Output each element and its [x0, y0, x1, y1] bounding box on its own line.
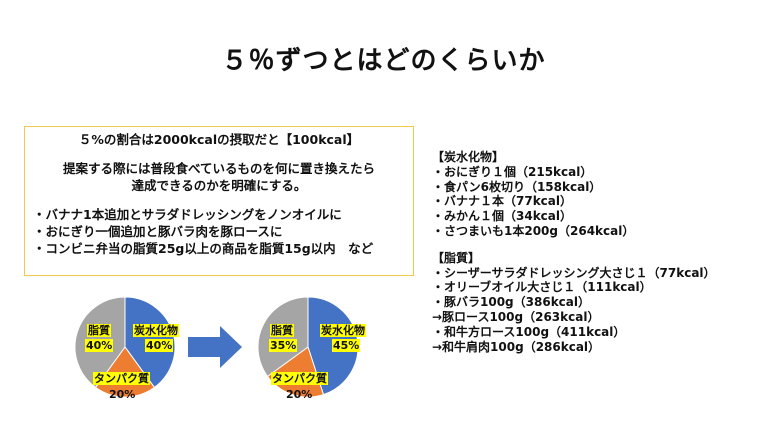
pie2-protein-pct: 20%: [286, 388, 313, 401]
pie2-fat-name: 脂質: [270, 324, 294, 337]
fat-item: →豚ロース100g（263kcal）: [432, 309, 600, 324]
summary-desc-line2: 達成できるのかを明確にする。: [131, 178, 307, 193]
pie1-protein-pct: 20%: [109, 388, 136, 401]
carb-heading: 【炭水化物】: [432, 150, 505, 164]
fat-heading: 【脂質】: [432, 250, 481, 265]
fat-item: ・シーザーサラダドレッシング大さじ１（77kcal）: [432, 265, 716, 280]
pie2-carb-pct: 45%: [332, 339, 361, 352]
carb-item: ・食パン6枚切り（158kcal）: [432, 179, 602, 194]
proposal-item: ・おにぎり一個追加と豚バラ肉を豚ロースに: [33, 224, 283, 239]
fat-item: ・オリーブオイル大さじ１（111kcal）: [432, 280, 652, 295]
carb-item: ・おにぎり１個（215kcal）: [432, 164, 593, 179]
pie1-protein-name: タンパク質: [93, 372, 150, 385]
pie1-fat-pct: 40%: [85, 339, 114, 352]
summary-desc-line1: 提案する際には普段食べているものを何に置き換えたら: [62, 161, 375, 176]
carb-item: ・みかん１個（34kcal）: [432, 209, 573, 224]
carb-item: ・さつまいも1本200g（264kcal）: [432, 223, 635, 238]
pie2-protein-name: タンパク質: [271, 372, 328, 385]
fat-item: ・和牛方ロース100g（411kcal）: [432, 324, 626, 339]
fat-item: ・豚バラ100g（386kcal）: [432, 295, 590, 310]
pie2-fat-pct: 35%: [269, 339, 298, 352]
pie1-carb-name: 炭水化物: [133, 324, 179, 337]
pie2-carb-name: 炭水化物: [320, 324, 366, 337]
proposal-item: ・コンビニ弁当の脂質25g以上の商品を脂質15g以内 など: [33, 241, 374, 256]
fat-item: →和牛肩肉100g（286kcal）: [432, 339, 601, 354]
slide-title: ５％ずつとはどのくらいか: [221, 46, 546, 76]
food-list: 【炭水化物】 ・おにぎり１個（215kcal） ・食パン6枚切り（158kcal…: [432, 150, 762, 354]
summary-heading: ５%の割合は2000kcalの摂取だと【100kcal】: [78, 132, 360, 147]
arrow-right-icon: [188, 326, 242, 368]
carb-item: ・バナナ１本（77kcal）: [432, 194, 573, 209]
pie1-carb-pct: 40%: [145, 339, 174, 352]
summary-box: ５%の割合は2000kcalの摂取だと【100kcal】 提案する際には普段食べ…: [24, 126, 414, 276]
pie1-fat-name: 脂質: [87, 324, 111, 337]
proposal-item: ・バナナ1本追加とサラダドレッシングをノンオイルに: [33, 207, 342, 222]
